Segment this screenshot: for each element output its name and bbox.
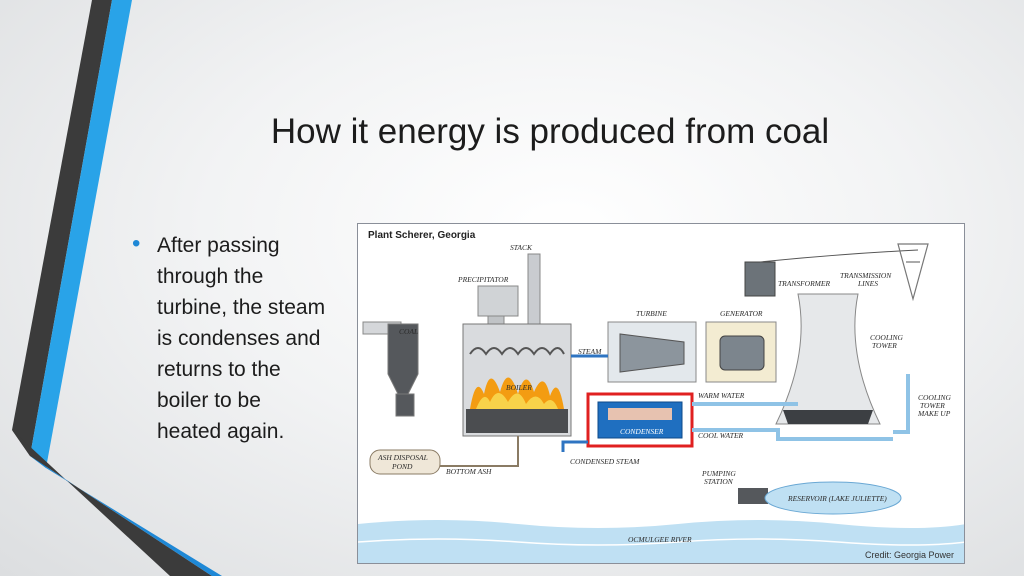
label-generator: GENERATOR <box>720 309 763 318</box>
label-transformer: TRANSFORMER <box>778 279 830 288</box>
plant-illustration: OCMULGEE RIVER Plant Scherer, Georgia ST… <box>358 230 964 563</box>
precipitator-unit <box>477 285 519 317</box>
label-river: OCMULGEE RIVER <box>628 535 692 544</box>
condenser-highlight <box>586 392 694 448</box>
reservoir <box>764 481 902 515</box>
ash-disposal-pond <box>369 449 441 475</box>
coal-feeder <box>395 393 415 417</box>
label-steam: STEAM <box>578 347 602 356</box>
label-stack: STACK <box>510 243 533 252</box>
river-water <box>358 520 964 563</box>
label-coal: COAL <box>399 327 418 336</box>
dark-stripe-upper <box>12 0 112 456</box>
bottom-ash-line <box>440 436 519 467</box>
transmission-tower <box>897 243 929 302</box>
slide-title: How it energy is produced from coal <box>270 112 830 151</box>
label-pumping-1: PUMPING <box>701 469 736 478</box>
label-pumping-2: STATION <box>704 477 734 486</box>
cool-water-pipe <box>692 428 893 441</box>
label-cooling-tower-2: TOWER <box>872 341 897 350</box>
transformer-unit <box>744 261 776 297</box>
label-warm-water: WARM WATER <box>698 391 745 400</box>
condensed-steam-pipe <box>561 440 588 452</box>
label-turbine: TURBINE <box>636 309 667 318</box>
label-makeup-3: MAKE UP <box>917 409 951 418</box>
label-ash-disposal-1: ASH DISPOSAL <box>377 453 428 462</box>
label-reservoir: RESERVOIR (LAKE JULIETTE) <box>787 494 887 503</box>
label-cooling-tower-1: COOLING <box>870 333 904 342</box>
boiler-coal-bed <box>466 409 568 433</box>
transmission-wire <box>759 249 919 263</box>
river-wave <box>358 538 964 546</box>
pumping-station <box>738 488 768 504</box>
label-cool-water: COOL WATER <box>698 431 744 440</box>
label-transmission-1: TRANSMISSION <box>840 271 892 280</box>
stack-chimney <box>527 253 541 325</box>
label-bottom-ash: BOTTOM ASH <box>446 467 492 476</box>
power-plant-diagram: OCMULGEE RIVER Plant Scherer, Georgia ST… <box>357 223 965 564</box>
turbine-rotor <box>619 333 685 373</box>
label-ash-disposal-2: POND <box>391 462 413 471</box>
label-makeup-2: TOWER <box>920 401 945 410</box>
boiler-tubes <box>469 347 565 356</box>
blue-stripe-upper <box>30 0 132 468</box>
label-condensed-steam: CONDENSED STEAM <box>570 457 640 466</box>
label-condenser: CONDENSER <box>620 427 664 436</box>
label-precipitator: PRECIPITATOR <box>457 275 509 284</box>
bullet-item: After passing through the turbine, the s… <box>157 234 326 443</box>
label-boiler: BOILER <box>506 383 532 392</box>
bullet-marker: • <box>132 230 141 257</box>
generator-core <box>719 335 765 371</box>
label-transmission-2: LINES <box>857 279 878 288</box>
boiler-flames-inner <box>476 393 558 409</box>
makeup-pipe <box>893 374 910 434</box>
cooling-tower-fill <box>783 410 873 424</box>
diagram-header: Plant Scherer, Georgia <box>368 230 476 241</box>
condenser-tubes <box>608 408 672 420</box>
label-makeup-1: COOLING <box>918 393 952 402</box>
cooling-tower <box>775 293 881 425</box>
diagram-credit: Credit: Georgia Power <box>865 550 954 560</box>
